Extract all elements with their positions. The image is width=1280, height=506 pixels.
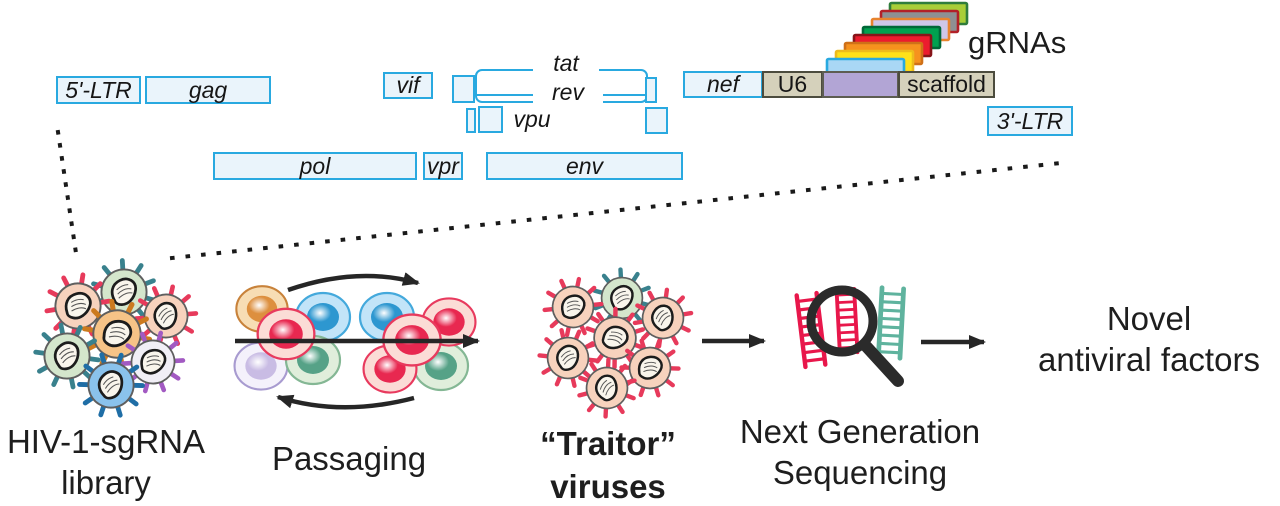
magnifier-lens xyxy=(806,285,878,357)
novel-factors-caption: Novel antiviral factors xyxy=(1018,298,1280,380)
passaging-icon xyxy=(233,272,480,410)
ngs-caption-line2: Sequencing xyxy=(772,454,948,491)
traitor-caption: “Traitor” viruses xyxy=(502,422,714,506)
u6-promoter-box: U6 xyxy=(762,71,823,98)
traitor-caption-line1: “Traitor” xyxy=(540,425,676,462)
passaging-top-arc-arrow xyxy=(287,272,420,293)
vpu-box xyxy=(478,106,503,133)
ngs-caption: Next Generation Sequencing xyxy=(728,411,992,493)
grna-spacer-box xyxy=(822,71,899,98)
gene-box-pol: pol xyxy=(213,152,417,180)
tat-exon2-box xyxy=(645,77,657,103)
novel-factors-line2: antiviral factors xyxy=(1038,341,1260,378)
gene-box-3-ltr: 3'-LTR xyxy=(987,106,1073,136)
passaging-arrows xyxy=(235,272,480,410)
scaffold-box: scaffold xyxy=(898,71,995,98)
dotted-connectors xyxy=(55,129,1073,261)
dna-ladder-red-icon xyxy=(834,286,860,356)
gene-label-rev: rev xyxy=(533,81,603,104)
dna-ladder-teal-icon xyxy=(878,288,903,359)
ngs-icon xyxy=(797,285,904,387)
passaging-caption: Passaging xyxy=(271,440,427,477)
dotted-line-left xyxy=(55,129,79,256)
gene-box-env: env xyxy=(486,152,683,180)
library-caption-line2: library xyxy=(61,464,151,501)
cell-pink-icon xyxy=(256,307,316,361)
tat-exon1-box xyxy=(452,75,475,103)
dotted-line-diagonal xyxy=(169,159,1073,261)
traitor-virus-cluster xyxy=(536,270,700,427)
gene-label-tat: tat xyxy=(533,52,599,75)
gene-label-vpu: vpu xyxy=(513,106,551,132)
gene-box-nef: nef xyxy=(683,71,763,98)
rev-exon2-box xyxy=(645,107,668,134)
passaging-cells-left xyxy=(233,285,352,391)
passaging-bottom-arc-arrow xyxy=(276,394,415,410)
magnifier-handle xyxy=(859,339,904,387)
library-caption-line1: HIV-1-sgRNA xyxy=(6,423,206,460)
ngs-caption-line1: Next Generation xyxy=(739,413,981,450)
workflow-arrows xyxy=(702,334,986,349)
gene-box-vpr: vpr xyxy=(423,152,463,180)
grnas-label: gRNAs xyxy=(968,25,1067,60)
vpu-exon-thin-box xyxy=(466,108,476,133)
magnifier-icon xyxy=(806,285,904,387)
library-virus-cluster xyxy=(32,261,203,423)
library-caption: HIV-1-sgRNA library xyxy=(0,421,212,503)
gene-box-gag: gag xyxy=(145,76,271,104)
gene-box-vif: vif xyxy=(383,72,433,99)
traitor-caption-line2: viruses xyxy=(550,468,666,505)
grna-stack xyxy=(825,1,969,82)
gene-box-5-ltr: 5'-LTR xyxy=(56,76,141,104)
novel-factors-line1: Novel xyxy=(1106,300,1192,337)
